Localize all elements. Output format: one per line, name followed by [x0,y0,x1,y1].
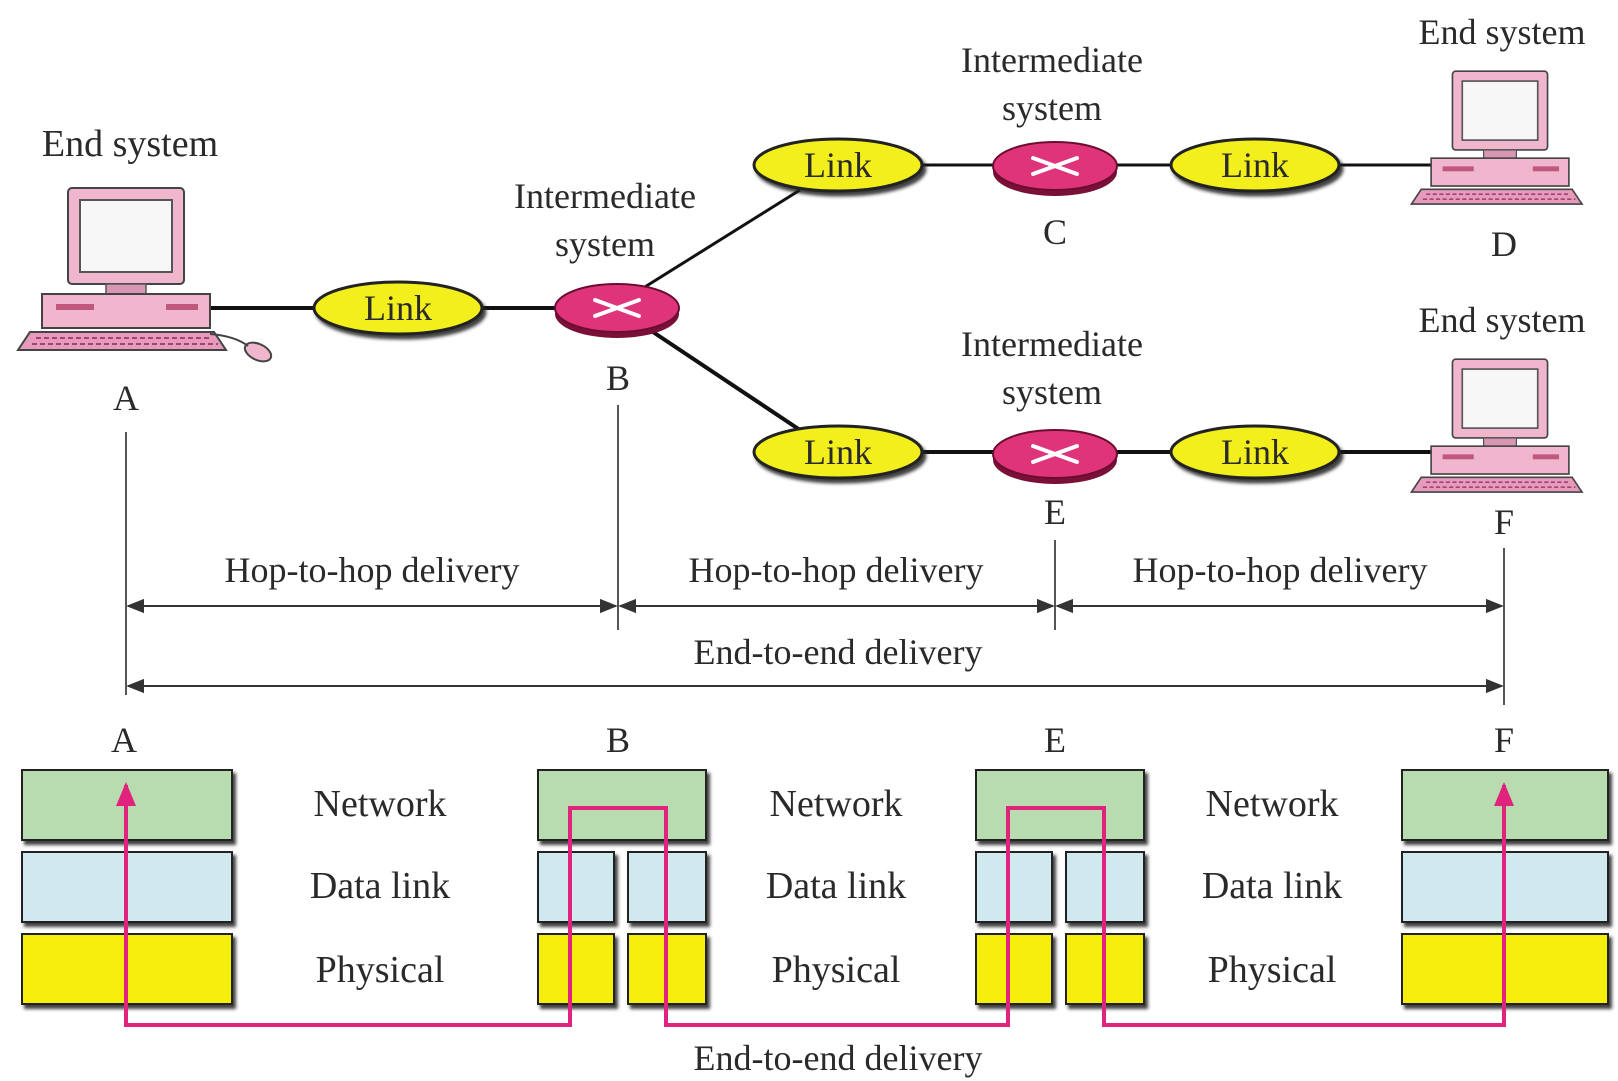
intermediate-label-line2: system [1002,88,1102,128]
hop-to-hop-b-e: Hop-to-hop delivery [618,550,1055,614]
computer-icon [1410,70,1583,205]
path-arrow-a [116,782,136,806]
datalink-label: Data link [310,865,450,907]
intermediate-label-line1: Intermediate [961,40,1143,80]
hop-to-hop-e-f: Hop-to-hop delivery [1055,550,1504,614]
end-to-end-top: End-to-end delivery [126,632,1504,694]
physical-label: Physical [316,949,445,991]
node-b-label: B [606,358,630,398]
link-label: Link [804,432,872,472]
intermediate-label-line2: system [555,224,655,264]
path-arrow-f [1494,782,1514,806]
link-b-e: Link [754,426,922,478]
stack-b [537,769,707,1005]
intermediate-system-e: Intermediate system E [961,324,1143,532]
network-label: Network [1206,783,1339,825]
datalink-label: Data link [1202,865,1342,907]
link-b-c: Link [754,139,922,191]
physical-layer-box [975,933,1053,1005]
hop-label: Hop-to-hop delivery [225,550,520,590]
datalink-layer-box [975,851,1053,923]
node-d-label: D [1491,224,1517,264]
intermediate-label-line1: Intermediate [514,176,696,216]
end-to-end-label: End-to-end delivery [694,632,983,672]
topology: End system A Link Intermediate system B … [17,12,1586,542]
end-system-d: End system D [1410,12,1586,264]
datalink-layer-box [537,851,615,923]
router-icon [991,428,1119,486]
stack-a-label: A [111,720,137,760]
stack-b-label: B [606,720,630,760]
node-c-label: C [1043,212,1067,252]
stack-e [975,769,1145,1005]
delivery-ranges: Hop-to-hop delivery Hop-to-hop delivery … [125,405,1505,705]
end-system-d-label: End system [1419,12,1586,52]
network-layer-box [975,769,1145,841]
link-c-d: Link [1171,139,1339,191]
end-to-end-path [124,785,1506,1027]
router-icon [991,140,1119,198]
wire-b-upper [639,188,801,292]
link-label: Link [364,288,432,328]
link-a-b: Link [314,282,482,334]
datalink-label: Data link [766,865,906,907]
end-system-a-label: End system [42,123,218,165]
wire-b-lower [648,328,802,432]
stack-e-label: E [1044,720,1066,760]
network-label: Network [314,783,447,825]
node-e-label: E [1044,492,1066,532]
link-label: Link [804,145,872,185]
network-label: Network [770,783,903,825]
physical-label: Physical [772,949,901,991]
link-label: Link [1221,432,1289,472]
link-e-f: Link [1171,426,1339,478]
mouse-icon [243,341,273,363]
network-layer-box [537,769,707,841]
layer-labels-2: Network Data link Physical [766,783,906,991]
end-to-end-bottom-label: End-to-end delivery [694,1038,983,1078]
intermediate-system-b: Intermediate system B [514,176,696,398]
intermediate-system-c: Intermediate system C [961,40,1143,252]
layer-labels-3: Network Data link Physical [1202,783,1342,991]
computer-icon [1410,358,1583,493]
link-label: Link [1221,145,1289,185]
stack-f-label: F [1494,720,1514,760]
router-icon [553,282,681,340]
physical-layer-box [537,933,615,1005]
physical-label: Physical [1208,949,1337,991]
end-system-a: End system A [17,123,273,418]
computer-icon [17,187,227,351]
hop-label: Hop-to-hop delivery [689,550,984,590]
node-f-label: F [1494,502,1514,542]
layer-labels-1: Network Data link Physical [310,783,450,991]
node-a-label: A [113,378,139,418]
intermediate-label-line1: Intermediate [961,324,1143,364]
end-system-f-label: End system [1419,300,1586,340]
end-system-f: End system F [1410,300,1586,542]
hop-to-hop-a-b: Hop-to-hop delivery [126,550,618,614]
layer-stacks: A B E F [21,720,1609,1005]
hop-label: Hop-to-hop delivery [1133,550,1428,590]
intermediate-label-line2: system [1002,372,1102,412]
